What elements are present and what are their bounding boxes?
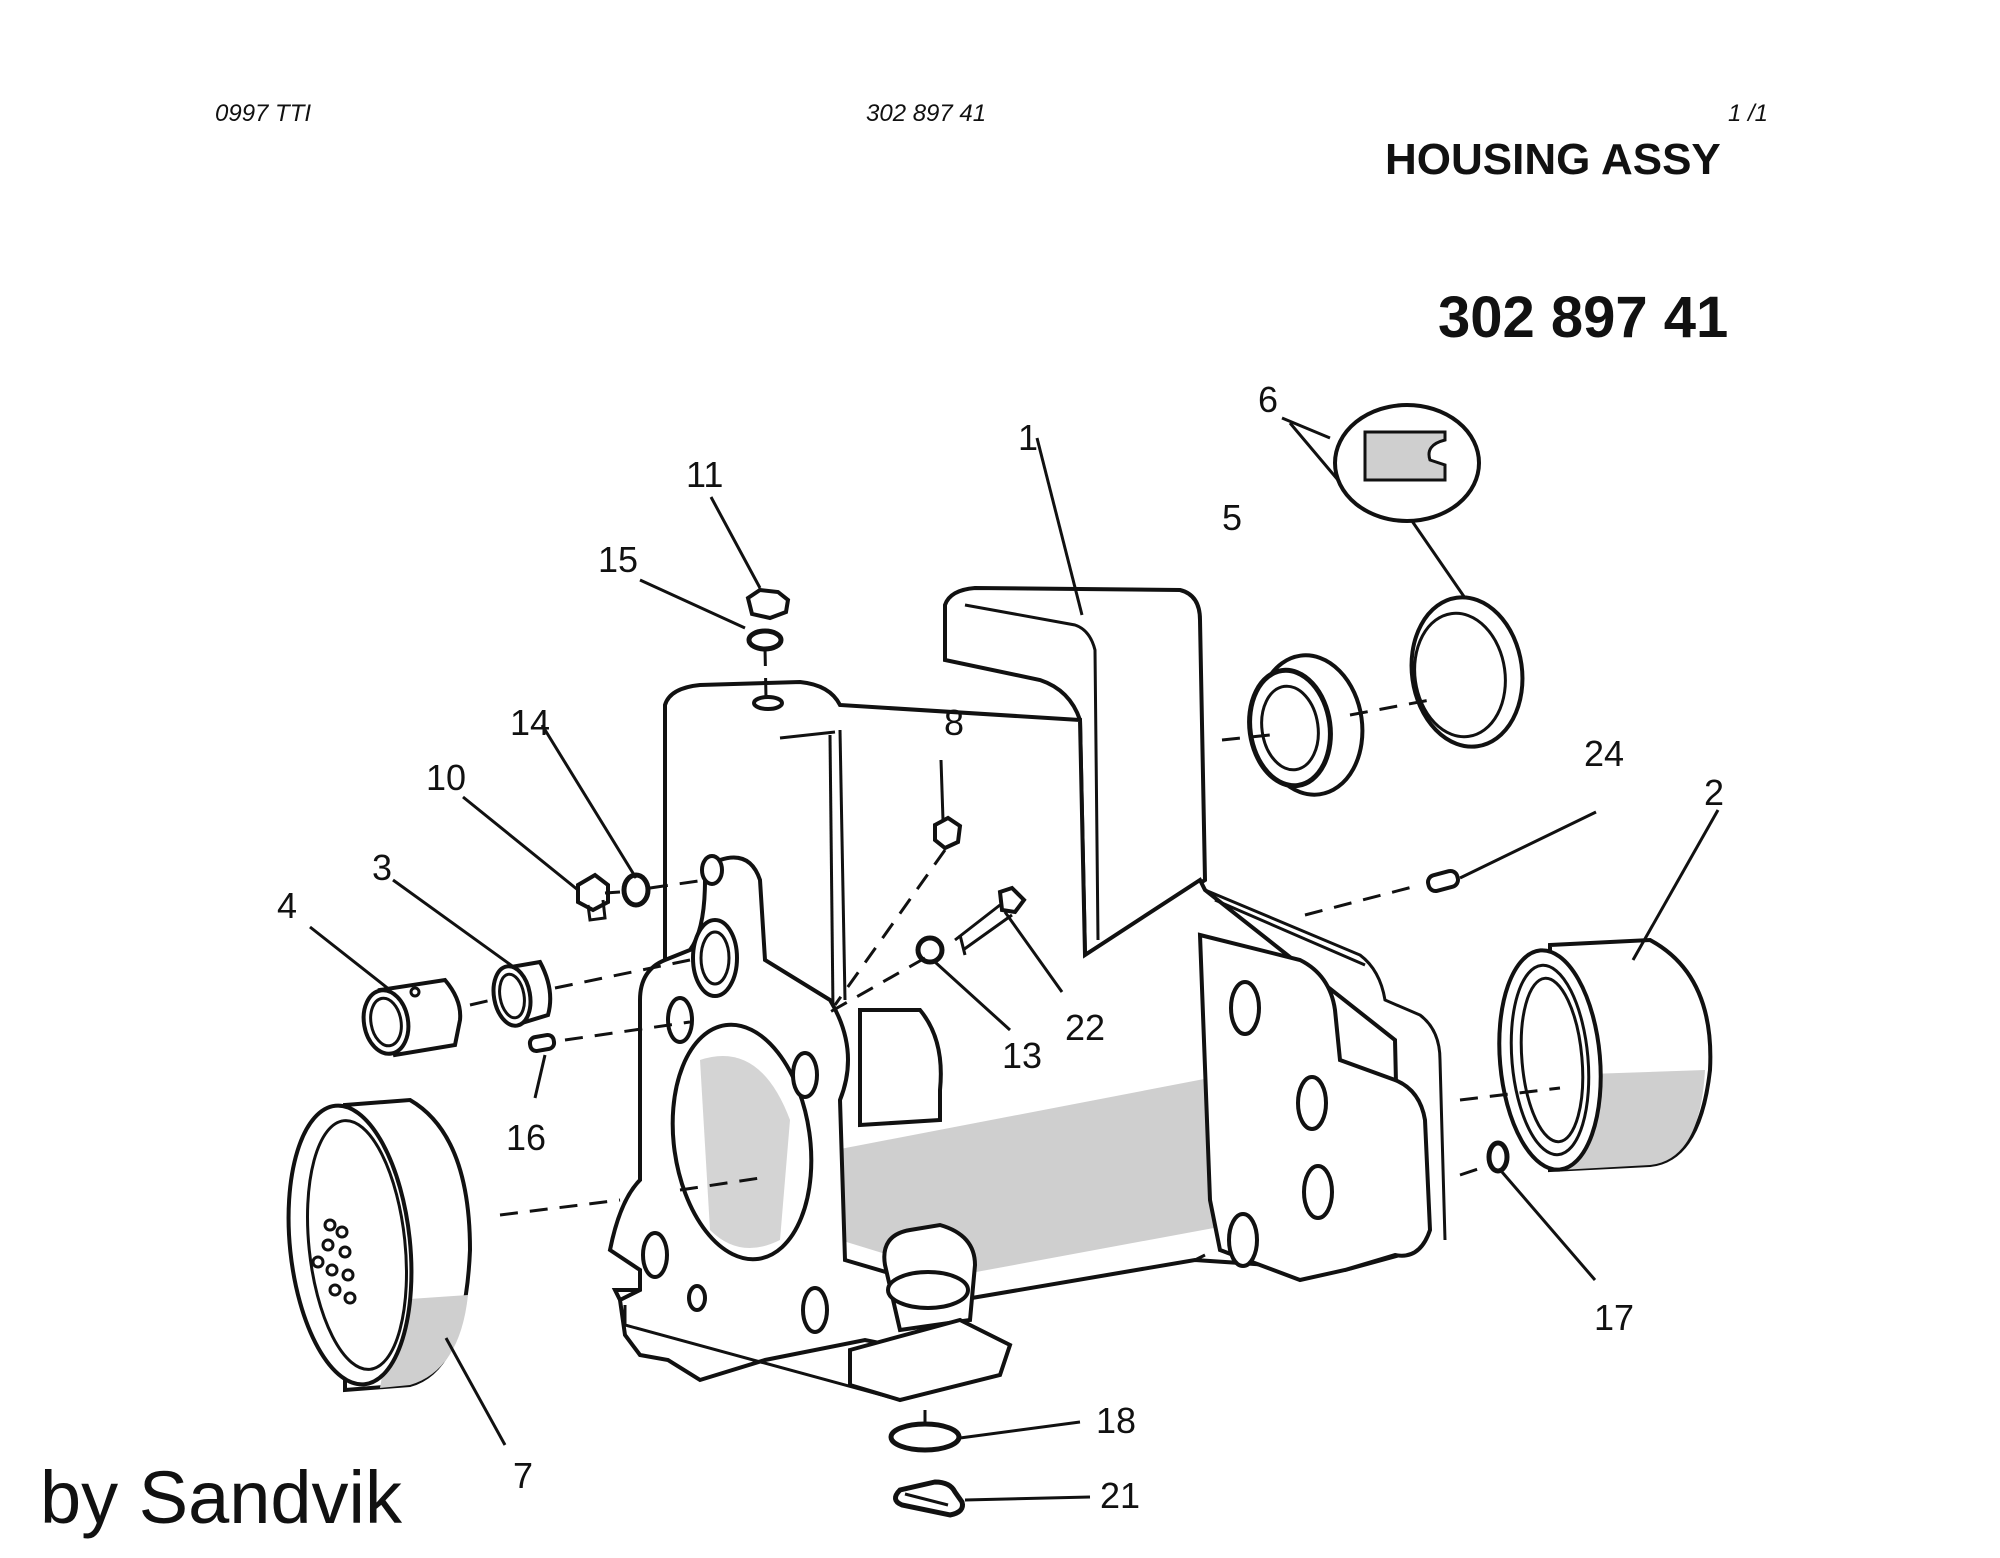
assembly-lines: [469, 647, 1561, 1425]
part-16-pin: [527, 1032, 557, 1054]
part-6-detail: [1333, 403, 1481, 523]
part-14-washer: [621, 872, 651, 908]
document-code: 0997 TTI: [215, 100, 312, 127]
callout-15: 15: [598, 539, 638, 580]
callout-21: 21: [1100, 1475, 1140, 1516]
credit-text: by Sandvik: [40, 1456, 402, 1539]
part-11-plug: [745, 587, 791, 621]
callout-labels: 1 2 3 4 5 6 7 8 10 11 13 14 15 16 17 18 …: [277, 379, 1724, 1516]
part-15-washer: [746, 628, 784, 652]
part-number: 302 897 41: [1438, 285, 1729, 350]
callout-3: 3: [372, 847, 392, 888]
part-7-bushing: [286, 1097, 473, 1393]
callout-6: 6: [1258, 379, 1278, 420]
part-22-bolt: [954, 885, 1027, 956]
part-6-ring: [1409, 595, 1525, 749]
part-4-sleeve: [361, 977, 463, 1058]
part-24-pin: [1426, 868, 1460, 894]
callout-17: 17: [1594, 1297, 1634, 1338]
callout-13: 13: [1002, 1035, 1042, 1076]
callout-11: 11: [686, 454, 723, 495]
callout-2: 2: [1704, 772, 1724, 813]
callout-10: 10: [426, 757, 466, 798]
callout-18: 18: [1096, 1400, 1136, 1441]
callout-7: 7: [513, 1455, 533, 1496]
callout-4: 4: [277, 885, 297, 926]
part-17-oring: [1486, 1140, 1510, 1174]
document-number: 302 897 41: [866, 100, 987, 127]
callout-16: 16: [506, 1117, 546, 1158]
part-21-gasket: [893, 1479, 965, 1518]
callout-5: 5: [1222, 497, 1242, 538]
callout-24: 24: [1584, 733, 1624, 774]
callout-1: 1: [1018, 417, 1038, 458]
callout-14: 14: [510, 702, 550, 743]
part-8-plug: [933, 815, 963, 851]
callout-22: 22: [1065, 1007, 1105, 1048]
part-5-bearing: [1247, 653, 1365, 797]
part-3-bushing: [491, 959, 553, 1028]
part-13-washer: [915, 935, 945, 965]
part-10-plug: [576, 872, 610, 922]
diagram-title: HOUSING ASSY: [1385, 135, 1721, 184]
leader-lines: [309, 416, 1720, 1502]
page-indicator: 1 /1: [1728, 100, 1769, 127]
part-18-oring: [888, 1421, 962, 1453]
housing-body: [607, 585, 1447, 1403]
part-2-bushing: [1497, 937, 1713, 1173]
callout-8: 8: [944, 702, 964, 743]
